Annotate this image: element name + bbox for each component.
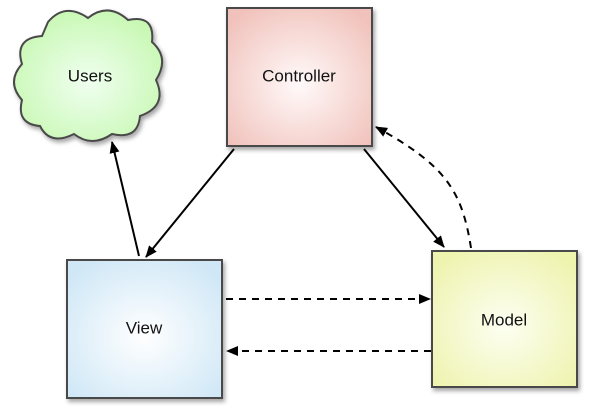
model-label: Model <box>481 310 527 329</box>
controller-box <box>226 7 373 147</box>
edge-model-to-controller <box>375 126 472 249</box>
edge-controller-to-model <box>363 148 445 248</box>
users-cloud-shape <box>13 9 163 142</box>
controller-label: Controller <box>262 66 336 85</box>
users-label: Users <box>68 66 112 85</box>
view-label: View <box>126 318 163 337</box>
edges <box>109 126 472 356</box>
view-box <box>66 259 223 399</box>
edge-view-to-users <box>109 141 140 257</box>
model-box <box>431 250 578 388</box>
edge-controller-to-view <box>145 148 235 258</box>
node-controller: Controller <box>226 7 373 147</box>
node-users: Users <box>13 9 163 142</box>
node-model: Model <box>431 250 578 388</box>
node-view: View <box>66 259 223 399</box>
